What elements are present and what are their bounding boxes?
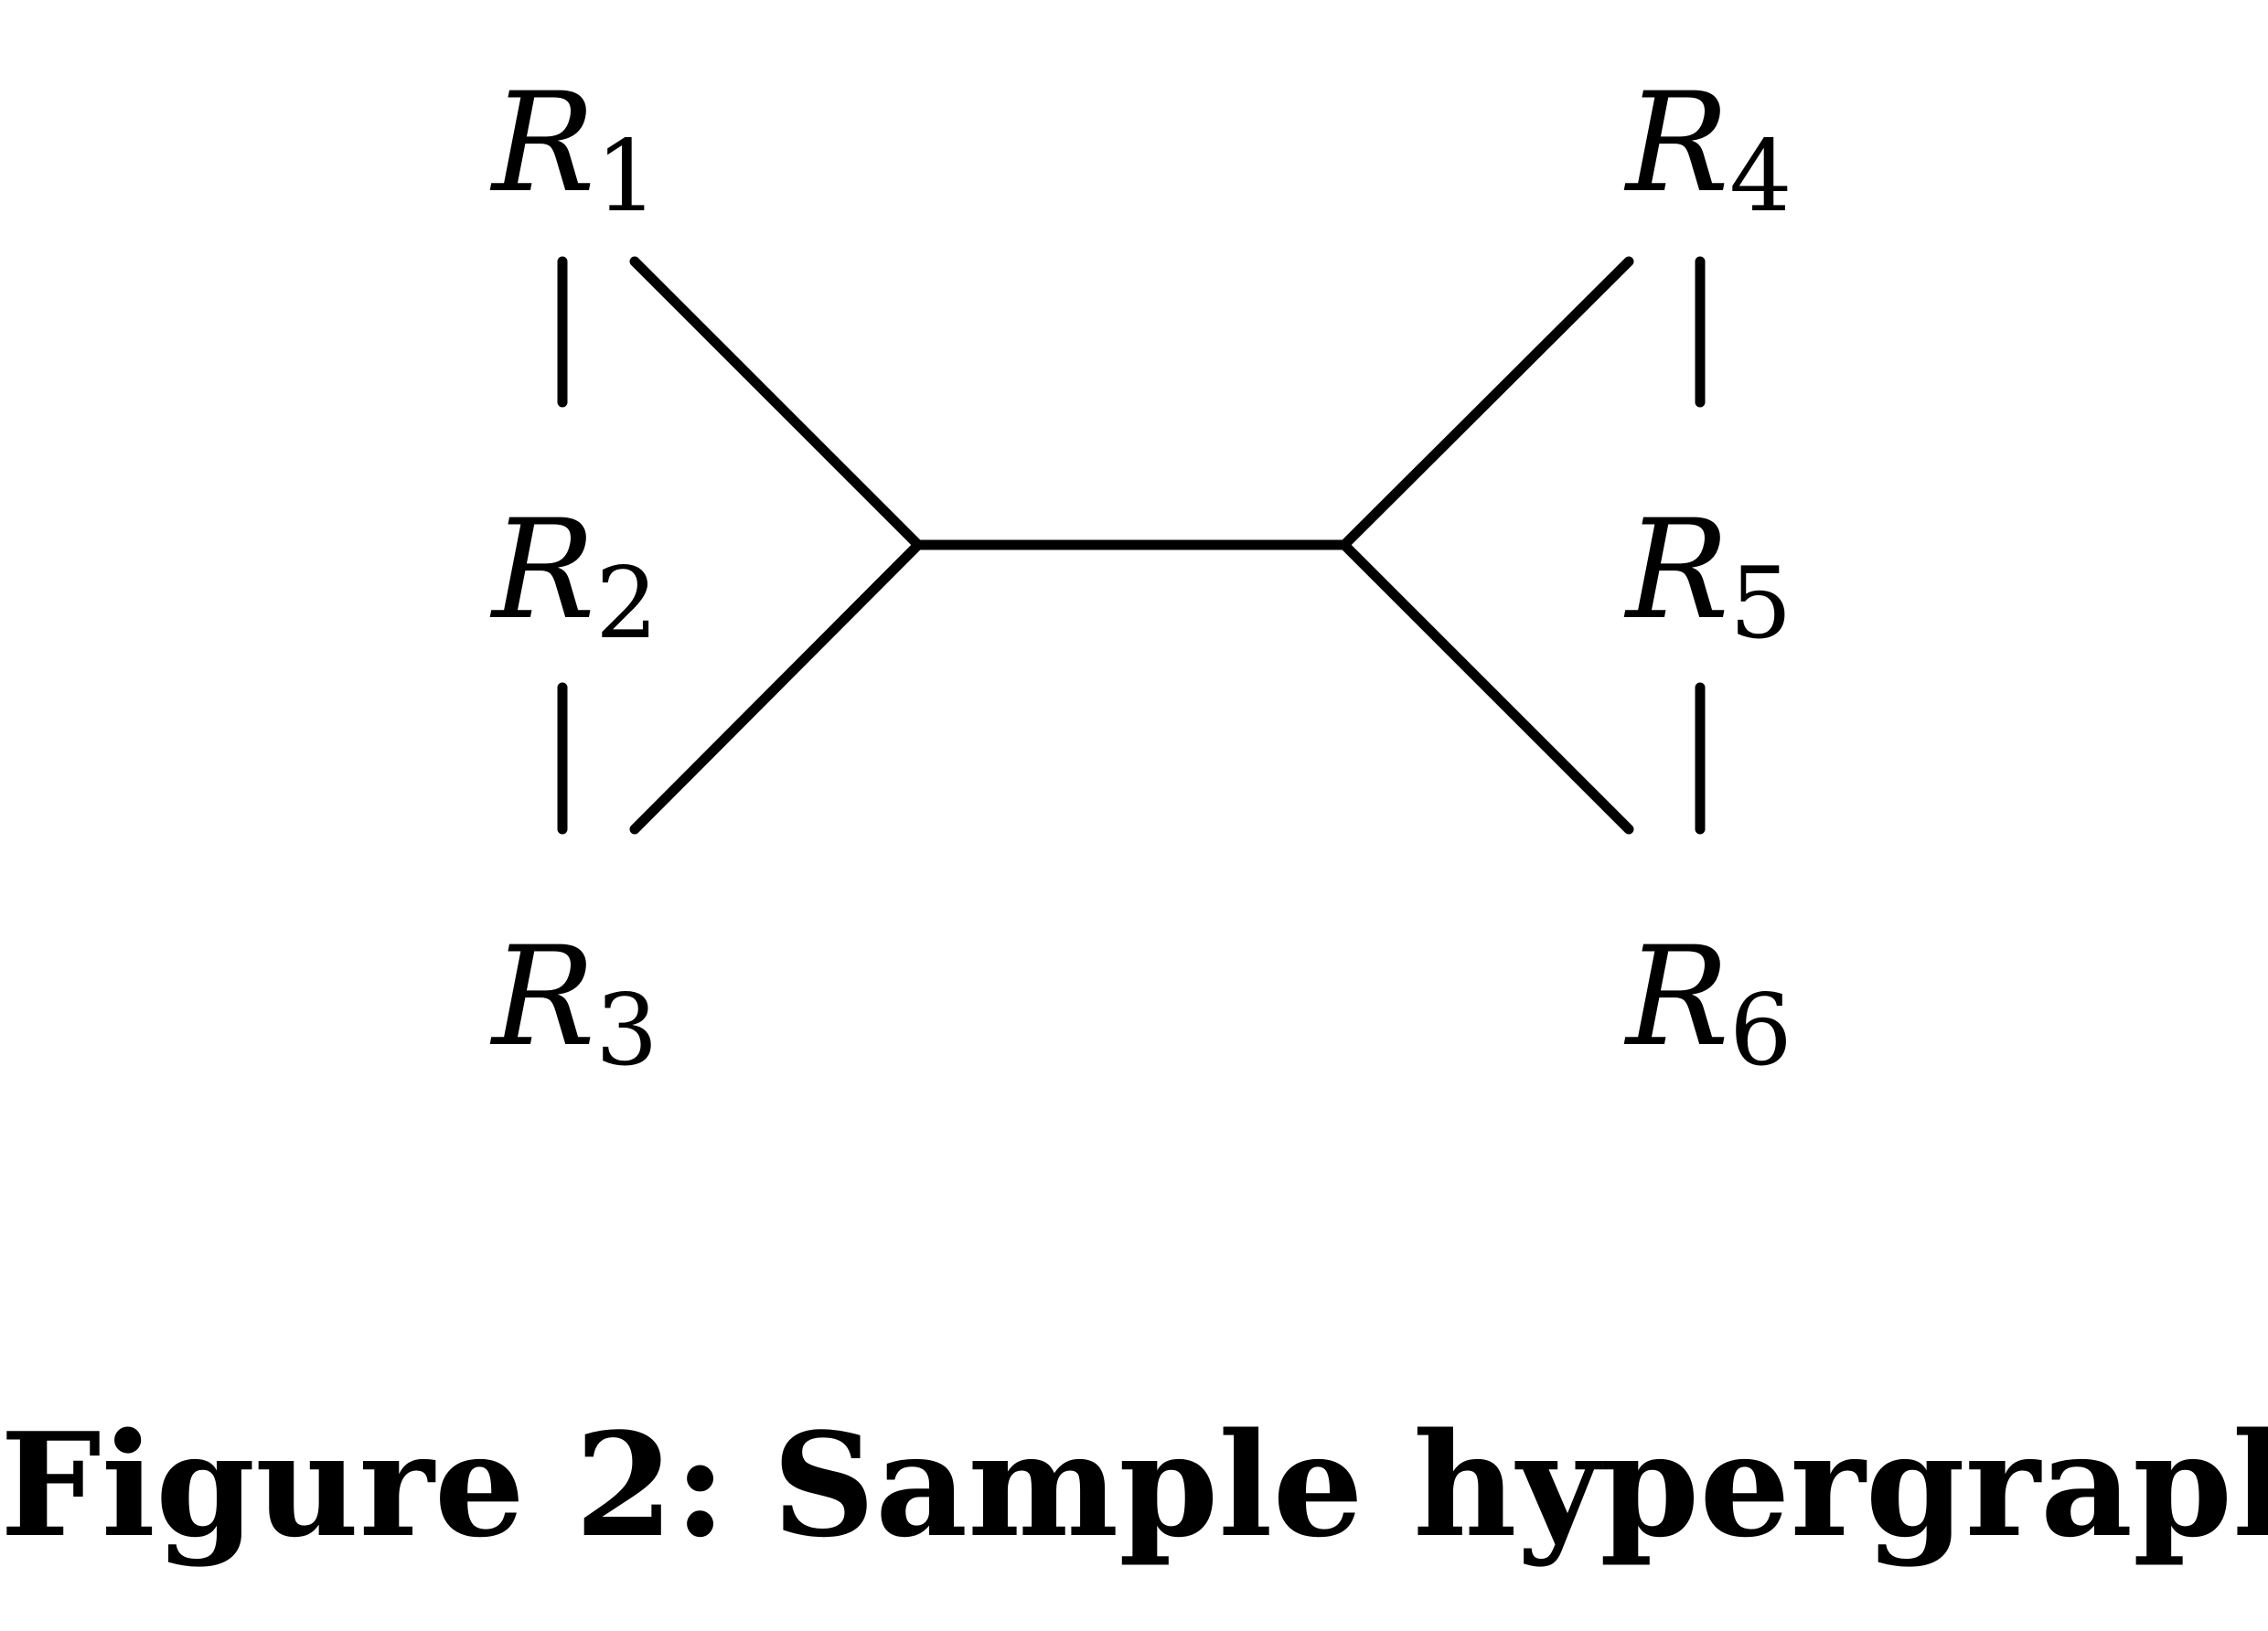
hyperedge-branch-r4 xyxy=(1339,256,1634,550)
figure-caption-text: Sample hypergraph xyxy=(772,1402,2268,1569)
node-r4-letter: R xyxy=(1623,64,1729,223)
node-r6: R6 xyxy=(1623,918,1792,1088)
node-r2-subscript: 2 xyxy=(595,547,658,661)
node-r3: R3 xyxy=(489,918,658,1088)
hyperedge-branch-r3 xyxy=(629,539,924,835)
node-r5-letter: R xyxy=(1623,491,1729,650)
node-r6-subscript: 6 xyxy=(1729,974,1792,1088)
node-r4: R4 xyxy=(1623,64,1792,234)
svg-text:R6: R6 xyxy=(1623,918,1792,1088)
svg-text:R4: R4 xyxy=(1623,64,1792,234)
svg-text:R2: R2 xyxy=(489,491,658,661)
node-r2-letter: R xyxy=(489,491,595,650)
node-r6-letter: R xyxy=(1623,918,1729,1077)
node-r5-subscript: 5 xyxy=(1729,547,1792,661)
hyperedge-branch-r1 xyxy=(629,256,924,550)
node-r1: R1 xyxy=(489,64,658,234)
node-r5: R5 xyxy=(1623,491,1792,661)
hyperedge-branch-r6 xyxy=(1339,539,1634,835)
node-r4-subscript: 4 xyxy=(1729,120,1792,234)
figure-caption: Figure 2: Sample hypergraph xyxy=(0,1403,2268,1568)
svg-text:R1: R1 xyxy=(489,64,658,234)
hyperedge xyxy=(629,256,1634,835)
node-r3-letter: R xyxy=(489,918,595,1077)
node-r1-letter: R xyxy=(489,64,595,223)
node-r1-subscript: 1 xyxy=(595,120,658,234)
node-r3-subscript: 3 xyxy=(595,974,658,1088)
svg-text:R3: R3 xyxy=(489,918,658,1088)
figure-caption-label: Figure 2: xyxy=(0,1402,727,1569)
node-r2: R2 xyxy=(489,491,658,661)
svg-text:R5: R5 xyxy=(1623,491,1792,661)
